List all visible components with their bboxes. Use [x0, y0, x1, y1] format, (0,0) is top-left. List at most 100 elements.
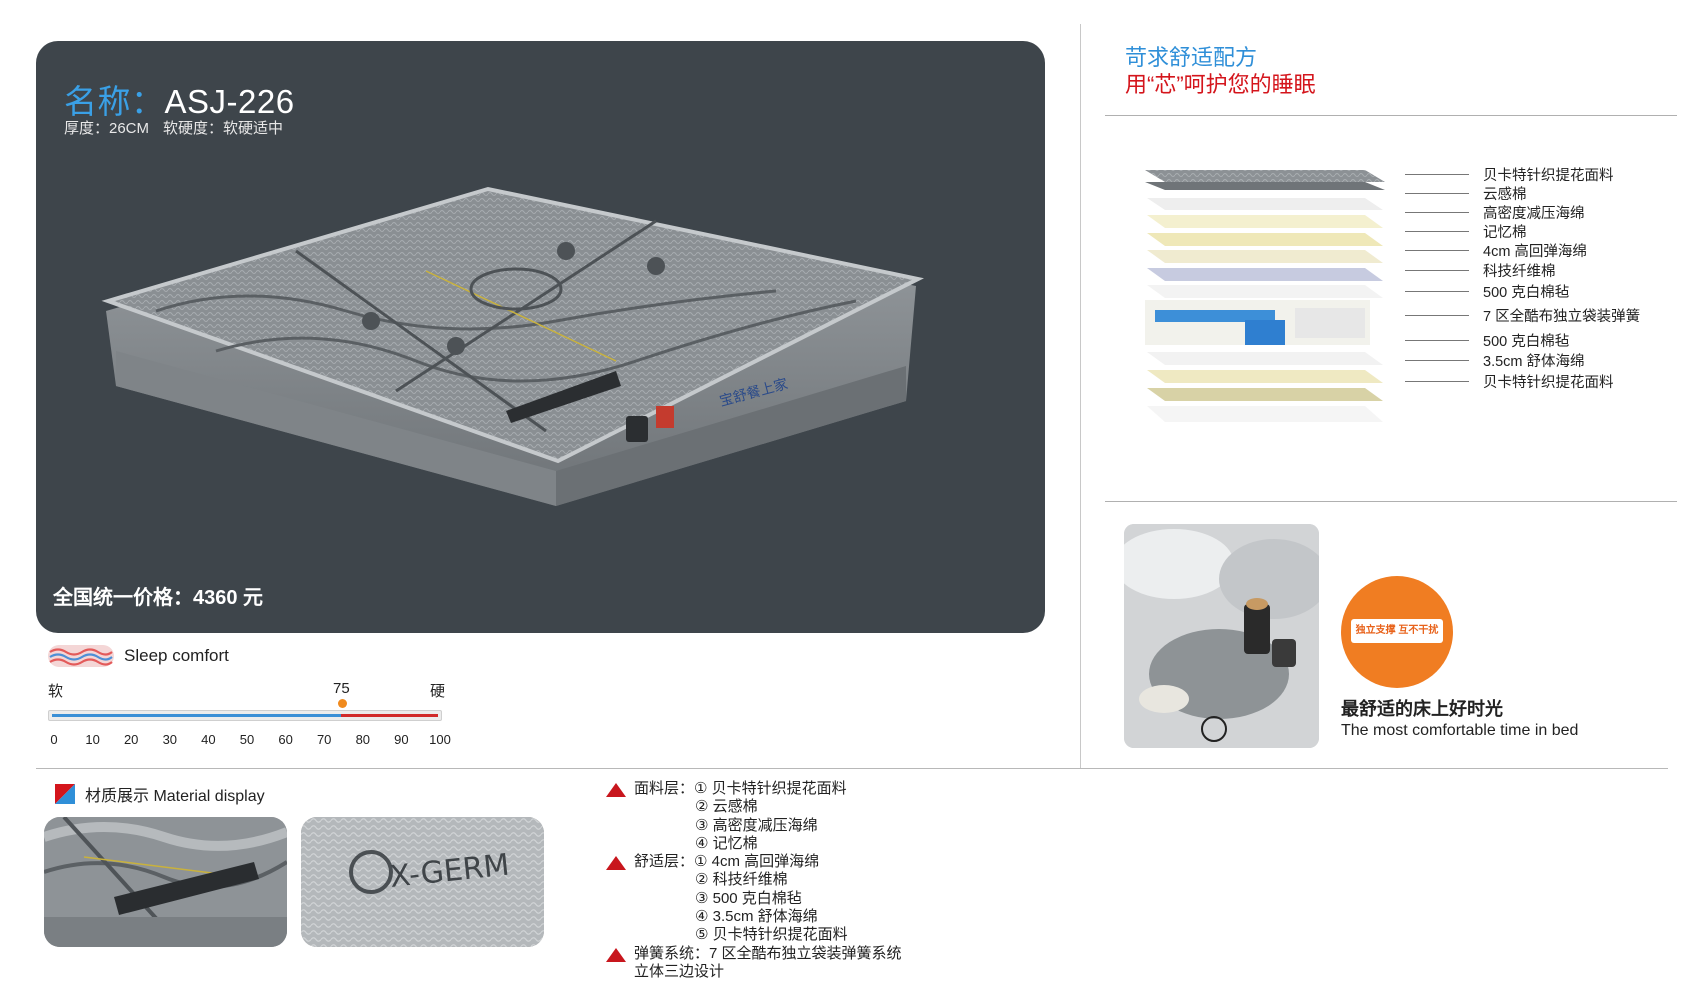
spec-item: ④ 3.5cm 舒体海绵 — [695, 908, 818, 926]
layer-label: 3.5cm 舒体海绵 — [1405, 350, 1585, 371]
comfort-ticks: 0 10 20 30 40 50 60 70 80 90 100 — [48, 732, 451, 750]
model-number: ASJ-226 — [164, 83, 295, 120]
tick-label: 50 — [239, 732, 255, 747]
softness-text: 软硬度：软硬适中 — [163, 120, 284, 137]
layer-label: 贝卡特针织提花面料 — [1405, 371, 1614, 392]
layer-label: 记忆棉 — [1405, 221, 1527, 242]
spec-row: ② 云感棉 — [606, 798, 902, 816]
sleep-comfort-title: Sleep comfort — [124, 646, 229, 665]
leader-line — [1405, 270, 1469, 271]
spec-item: ① 贝卡特针织提花面料 — [694, 780, 847, 797]
soft-label: 软 — [48, 683, 64, 700]
tick-label: 100 — [429, 732, 451, 747]
hero-panel: 名称：ASJ-226 厚度：26CM 软硬度：软硬适中 — [36, 41, 1045, 633]
layer-label-text: 贝卡特针织提花面料 — [1483, 168, 1614, 184]
leader-line — [1405, 250, 1469, 251]
comfort-marker — [338, 699, 347, 708]
layer-label: 500 克白棉毡 — [1405, 330, 1569, 351]
vertical-divider — [1080, 24, 1081, 768]
spec-item: ② 云感棉 — [695, 798, 758, 816]
comfort-fill-soft — [52, 714, 343, 717]
right-divider-top — [1105, 115, 1677, 116]
horizontal-divider — [36, 768, 1668, 769]
triangle-bullet-icon — [606, 856, 626, 871]
leader-line — [1405, 315, 1469, 316]
layer-label: 7 区全酷布独立袋装弹簧 — [1405, 305, 1640, 326]
tick-label: 60 — [278, 732, 293, 747]
spec-group-label: 面料层： — [634, 780, 695, 797]
thickness-text: 厚度：26CM — [64, 120, 150, 137]
triangle-bullet-icon — [606, 947, 626, 962]
layer-label-text: 科技纤维棉 — [1483, 264, 1556, 280]
best-time-en: The most comfortable time in bed — [1341, 722, 1579, 739]
lifestyle-photo — [1124, 524, 1319, 748]
spec-group-label: 舒适层： — [634, 853, 695, 871]
layer-label-text: 3.5cm 舒体海绵 — [1483, 354, 1585, 370]
spec-row: 面料层：① 贝卡特针织提花面料 — [606, 780, 902, 798]
spec-item: 7 区全酷布独立袋装弹簧系统 — [709, 944, 902, 962]
layer-label: 贝卡特针织提花面料 — [1405, 164, 1614, 185]
tick-label: 70 — [316, 732, 332, 747]
spec-row: 立体三边设计 — [606, 963, 902, 981]
leader-line — [1405, 381, 1469, 382]
comfort-value: 75 — [333, 680, 350, 697]
leader-line — [1405, 212, 1469, 213]
tick-label: 40 — [201, 732, 216, 747]
spec-row: ④ 3.5cm 舒体海绵 — [606, 908, 902, 926]
price-text: 全国统一价格：4360 元 — [53, 587, 264, 609]
leader-line — [1405, 291, 1469, 292]
support-badge-text: 独立支撑 互不干扰 — [1351, 619, 1443, 643]
spec-item: ③ 500 克白棉毡 — [695, 889, 802, 907]
layer-label-text: 云感棉 — [1483, 187, 1527, 203]
tick-label: 90 — [394, 732, 409, 747]
leader-line — [1405, 231, 1469, 232]
leader-line — [1405, 340, 1469, 341]
hard-label: 硬 — [430, 683, 446, 700]
layer-label: 云感棉 — [1405, 183, 1527, 204]
material-photo-logo: X-GERM — [301, 817, 544, 947]
layer-label-text: 高密度减压海绵 — [1483, 206, 1585, 222]
sleep-comfort-header: Sleep comfort — [48, 644, 229, 668]
layer-label: 科技纤维棉 — [1405, 260, 1556, 281]
spec-row: ⑤ 贝卡特针织提花面料 — [606, 926, 902, 944]
tick-label: 20 — [123, 732, 139, 747]
slogan-line-1: 苛求舒适配方 — [1125, 45, 1258, 70]
layer-label-text: 记忆棉 — [1483, 225, 1527, 241]
spec-group-label: 弹簧系统： — [634, 944, 710, 962]
product-title: 名称：ASJ-226 — [64, 75, 295, 123]
mattress-image: 宝舒餐上家 — [101, 186, 924, 506]
material-photo-edge — [44, 817, 287, 947]
spec-item: ③ 高密度减压海绵 — [695, 816, 818, 834]
tick-label: 0 — [50, 732, 58, 747]
spec-row: ② 科技纤维棉 — [606, 871, 902, 889]
leader-line — [1405, 193, 1469, 194]
spec-row: 舒适层：① 4cm 高回弹海绵 — [606, 853, 902, 871]
slogan-line-2: 用“芯”呵护您的睡眠 — [1125, 72, 1316, 97]
product-specs: 厚度：26CM 软硬度：软硬适中 — [64, 117, 297, 138]
tick-label: 10 — [85, 732, 100, 747]
tick-label: 30 — [162, 732, 178, 747]
best-time-cn: 最舒适的床上好时光 — [1341, 699, 1503, 719]
material-title: 材质展示 Material display — [85, 788, 265, 805]
comfort-fill-hard — [341, 714, 438, 717]
support-badge: 独立支撑 互不干扰 — [1341, 576, 1453, 688]
material-flag-icon — [55, 784, 75, 804]
right-divider-bottom — [1105, 501, 1677, 502]
wave-icon — [48, 645, 114, 667]
leader-line — [1405, 360, 1469, 361]
layer-stack-diagram — [1145, 170, 1385, 422]
spec-item: ⑤ 贝卡特针织提花面料 — [695, 926, 848, 944]
layer-label: 4cm 高回弹海绵 — [1405, 240, 1587, 261]
spec-item: ① 4cm 高回弹海绵 — [694, 853, 820, 871]
tick-label: 80 — [355, 732, 371, 747]
leader-line — [1405, 174, 1469, 175]
layer-label-text: 4cm 高回弹海绵 — [1483, 244, 1587, 260]
triangle-bullet-icon — [606, 783, 626, 797]
spec-extra: 立体三边设计 — [634, 962, 725, 980]
name-label: 名称： — [64, 83, 165, 120]
material-header: 材质展示 Material display — [55, 782, 265, 806]
spec-item: ② 科技纤维棉 — [695, 871, 788, 889]
spec-row: ③ 500 克白棉毡 — [606, 890, 902, 908]
layer-label-text: 500 克白棉毡 — [1483, 334, 1570, 350]
